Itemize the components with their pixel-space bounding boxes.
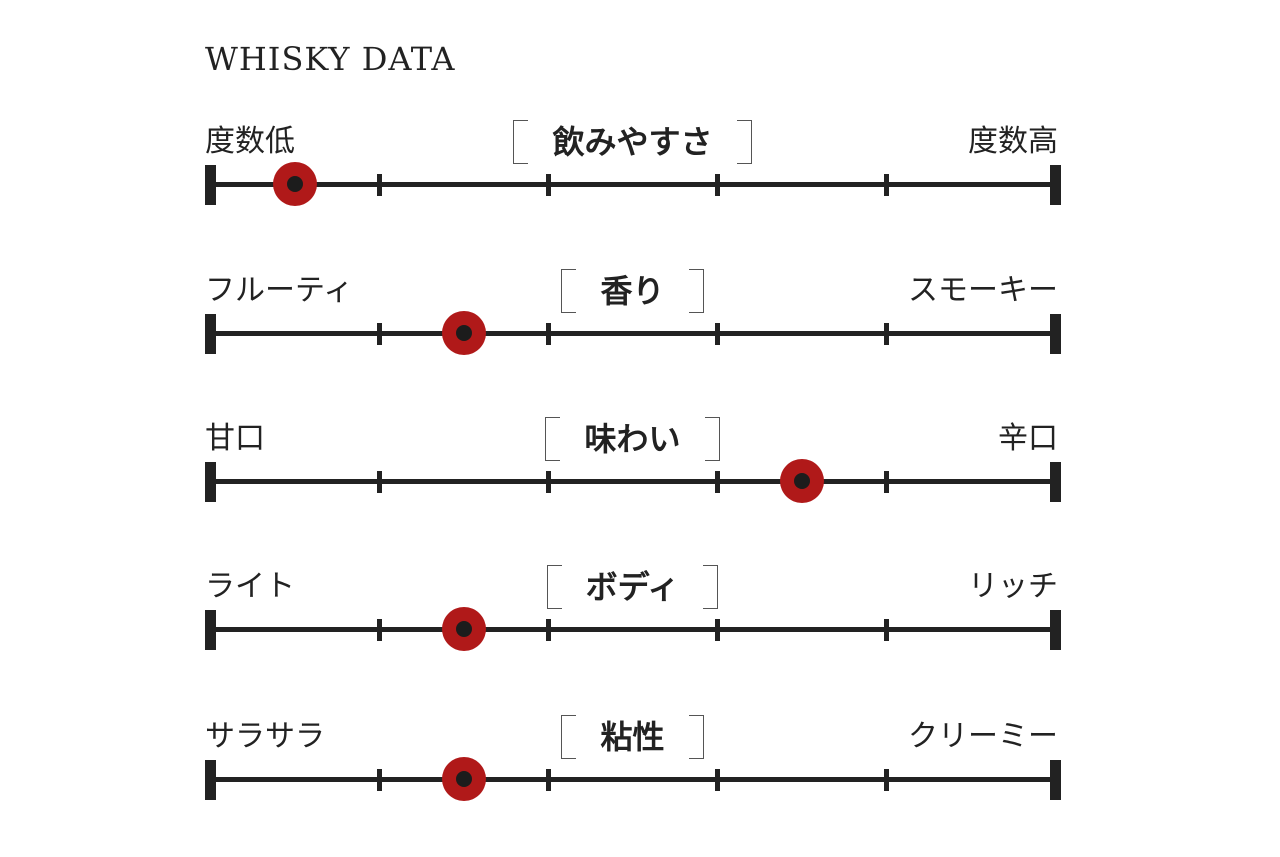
chart-title: WHISKY DATA [205, 40, 456, 78]
scale-tick [883, 769, 889, 791]
scale-end-cap [204, 760, 216, 800]
scale-tick [883, 619, 889, 641]
category-label: 飲みやすさ [552, 123, 713, 161]
scale-end-cap [1049, 165, 1061, 205]
scale-line [210, 777, 1055, 782]
left-label: サラサラ [205, 719, 325, 754]
scale-row: 甘口 辛口 味わい [0, 417, 1280, 559]
scale-row: 度数低 度数高 飲みやすさ [0, 120, 1280, 262]
scale-line [210, 479, 1055, 484]
bracket-left [513, 120, 529, 164]
scale-end-cap [204, 314, 216, 354]
right-label: 度数高 [968, 124, 1058, 159]
scale-line [210, 627, 1055, 632]
category-title: 香り [0, 263, 1265, 317]
scale-end-cap [204, 462, 216, 502]
scale-tick [714, 619, 720, 641]
scale-tick [545, 769, 551, 791]
scale-tick [376, 174, 382, 196]
right-label: リッチ [968, 569, 1058, 604]
scale-tick [376, 471, 382, 493]
value-marker [441, 311, 486, 355]
scale-end-cap [1049, 314, 1061, 354]
scale-row: フルーティ スモーキー 香り [0, 269, 1280, 411]
scale-end-cap [204, 610, 216, 650]
scale-end-cap [1049, 610, 1061, 650]
bracket-right [736, 120, 752, 164]
bracket-left [545, 417, 561, 461]
scale-tick [883, 323, 889, 345]
value-marker [441, 757, 486, 801]
left-label: フルーティ [205, 273, 354, 308]
category-label: 味わい [584, 420, 681, 458]
left-label: 度数低 [205, 124, 295, 159]
scale-row: ライト リッチ ボディ [0, 565, 1280, 707]
right-label: スモーキー [908, 273, 1058, 308]
left-label: 甘口 [205, 421, 265, 456]
scale-tick [545, 323, 551, 345]
marker-center [455, 325, 472, 341]
marker-center [793, 473, 810, 489]
scale-end-cap [1049, 760, 1061, 800]
category-title: 粘性 [0, 709, 1265, 763]
value-marker [441, 607, 486, 651]
category-title: 飲みやすさ [0, 114, 1265, 168]
right-label: 辛口 [998, 421, 1058, 456]
marker-center [455, 621, 472, 637]
value-marker [779, 459, 824, 503]
marker-center [286, 176, 303, 192]
scale-tick [376, 619, 382, 641]
right-label: クリーミー [908, 719, 1058, 754]
scale-row: サラサラ クリーミー 粘性 [0, 715, 1280, 857]
bracket-left [561, 269, 577, 313]
bracket-right [704, 417, 720, 461]
category-title: 味わい [0, 411, 1265, 465]
marker-center [455, 771, 472, 787]
category-label: 粘性 [600, 718, 665, 756]
bracket-right [688, 715, 704, 759]
scale-line [210, 182, 1055, 187]
scale-tick [545, 174, 551, 196]
scale-tick [714, 323, 720, 345]
category-title: ボディ [0, 559, 1265, 613]
scale-tick [545, 619, 551, 641]
bracket-left [546, 565, 562, 609]
scale-tick [714, 471, 720, 493]
scale-tick [545, 471, 551, 493]
scale-tick [376, 323, 382, 345]
left-label: ライト [205, 569, 295, 604]
scale-tick [714, 769, 720, 791]
scale-tick [883, 471, 889, 493]
scale-line [210, 331, 1055, 336]
value-marker [272, 162, 317, 206]
scale-end-cap [1049, 462, 1061, 502]
bracket-right [703, 565, 719, 609]
bracket-right [688, 269, 704, 313]
scale-tick [883, 174, 889, 196]
scale-tick [376, 769, 382, 791]
category-label: 香り [600, 272, 665, 310]
bracket-left [561, 715, 577, 759]
scale-tick [714, 174, 720, 196]
category-label: ボディ [585, 568, 680, 606]
scale-end-cap [204, 165, 216, 205]
